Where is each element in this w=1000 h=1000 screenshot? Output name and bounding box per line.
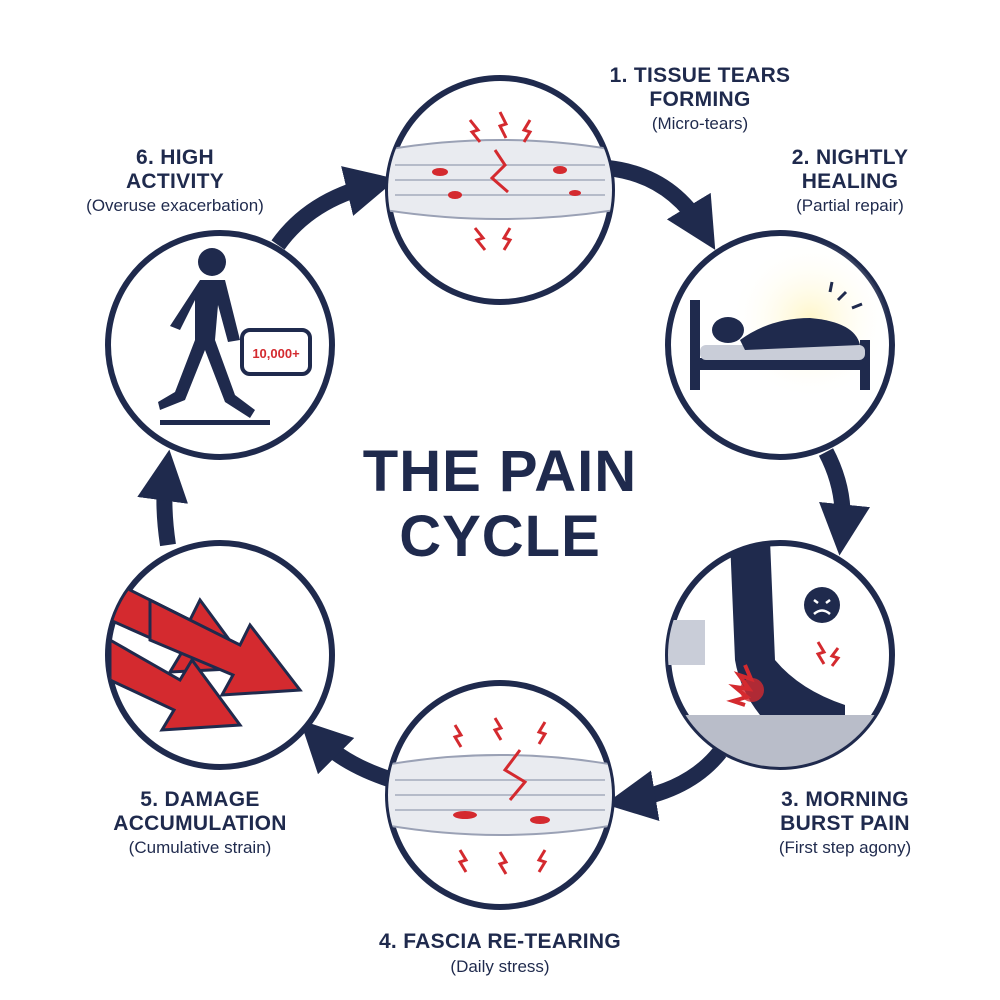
step-2-circle bbox=[665, 230, 895, 460]
step-counter-icon: 10,000+ bbox=[240, 328, 312, 376]
step-3-title-line2: BURST PAIN bbox=[780, 811, 910, 835]
step-4-title-line1: 4. FASCIA RE-TEARING bbox=[378, 930, 622, 953]
arrow-1-to-2 bbox=[606, 160, 716, 250]
cycle-arrows bbox=[137, 160, 871, 822]
arrow-6-to-1 bbox=[271, 166, 397, 250]
step-1-circle bbox=[385, 75, 615, 305]
step-4-subtitle: (Daily stress) bbox=[450, 956, 550, 976]
diagram-title: THE PAIN CYCLE bbox=[300, 439, 700, 570]
step-4-circle bbox=[385, 680, 615, 910]
step-6-title-line1: 6. HIGH bbox=[136, 146, 214, 169]
sleeping-person-icon bbox=[690, 240, 890, 400]
step-5-circle bbox=[105, 540, 335, 770]
step-6-circle: 10,000+ bbox=[105, 230, 335, 460]
arrow-2-to-3 bbox=[818, 448, 871, 556]
walking-person-icon: 10,000+ bbox=[158, 248, 312, 425]
arrow-3-to-4 bbox=[604, 746, 727, 822]
step-5-label: 5. DAMAGE ACCUMULATION (Cumulative strai… bbox=[60, 788, 340, 857]
downward-arrows-icon bbox=[108, 577, 303, 732]
fascia-tear-icon bbox=[388, 717, 612, 875]
step-1-title-line1: 1. TISSUE TEARS bbox=[609, 64, 791, 87]
step-1-title-line2: FORMING bbox=[649, 87, 751, 111]
step-2-label: 2. NIGHTLY HEALING (Partial repair) bbox=[735, 146, 965, 215]
title-line2: CYCLE bbox=[399, 503, 601, 569]
step-3-subtitle: (First step agony) bbox=[778, 838, 912, 858]
step-5-subtitle: (Cumulative strain) bbox=[128, 838, 272, 858]
step-1-label: 1. TISSUE TEARS FORMING (Micro-tears) bbox=[570, 64, 830, 133]
step-2-title-line1: 2. NIGHTLY bbox=[791, 146, 909, 169]
step-3-title-line1: 3. MORNING bbox=[781, 788, 909, 811]
arrow-5-to-6 bbox=[137, 449, 188, 547]
step-6-label: 6. HIGH ACTIVITY (Overuse exacerbation) bbox=[25, 146, 325, 215]
step-5-title-line2: ACCUMULATION bbox=[113, 811, 287, 835]
step-5-title-line1: 5. DAMAGE bbox=[140, 788, 260, 811]
arrow-4-to-5 bbox=[299, 719, 395, 788]
step-3-circle bbox=[665, 540, 895, 770]
step-6-subtitle: (Overuse exacerbation) bbox=[86, 196, 264, 216]
torn-tissue-icon bbox=[388, 111, 612, 251]
step-6-title-line2: ACTIVITY bbox=[125, 169, 225, 193]
step-counter-value: 10,000+ bbox=[252, 346, 300, 361]
step-3-label: 3. MORNING BURST PAIN (First step agony) bbox=[705, 788, 985, 857]
title-line1: THE PAIN bbox=[362, 439, 638, 504]
step-2-subtitle: (Partial repair) bbox=[796, 196, 904, 216]
step-2-title-line2: HEALING bbox=[801, 169, 899, 193]
step-1-subtitle: (Micro-tears) bbox=[651, 114, 749, 134]
step-4-label: 4. FASCIA RE-TEARING (Daily stress) bbox=[340, 930, 660, 976]
